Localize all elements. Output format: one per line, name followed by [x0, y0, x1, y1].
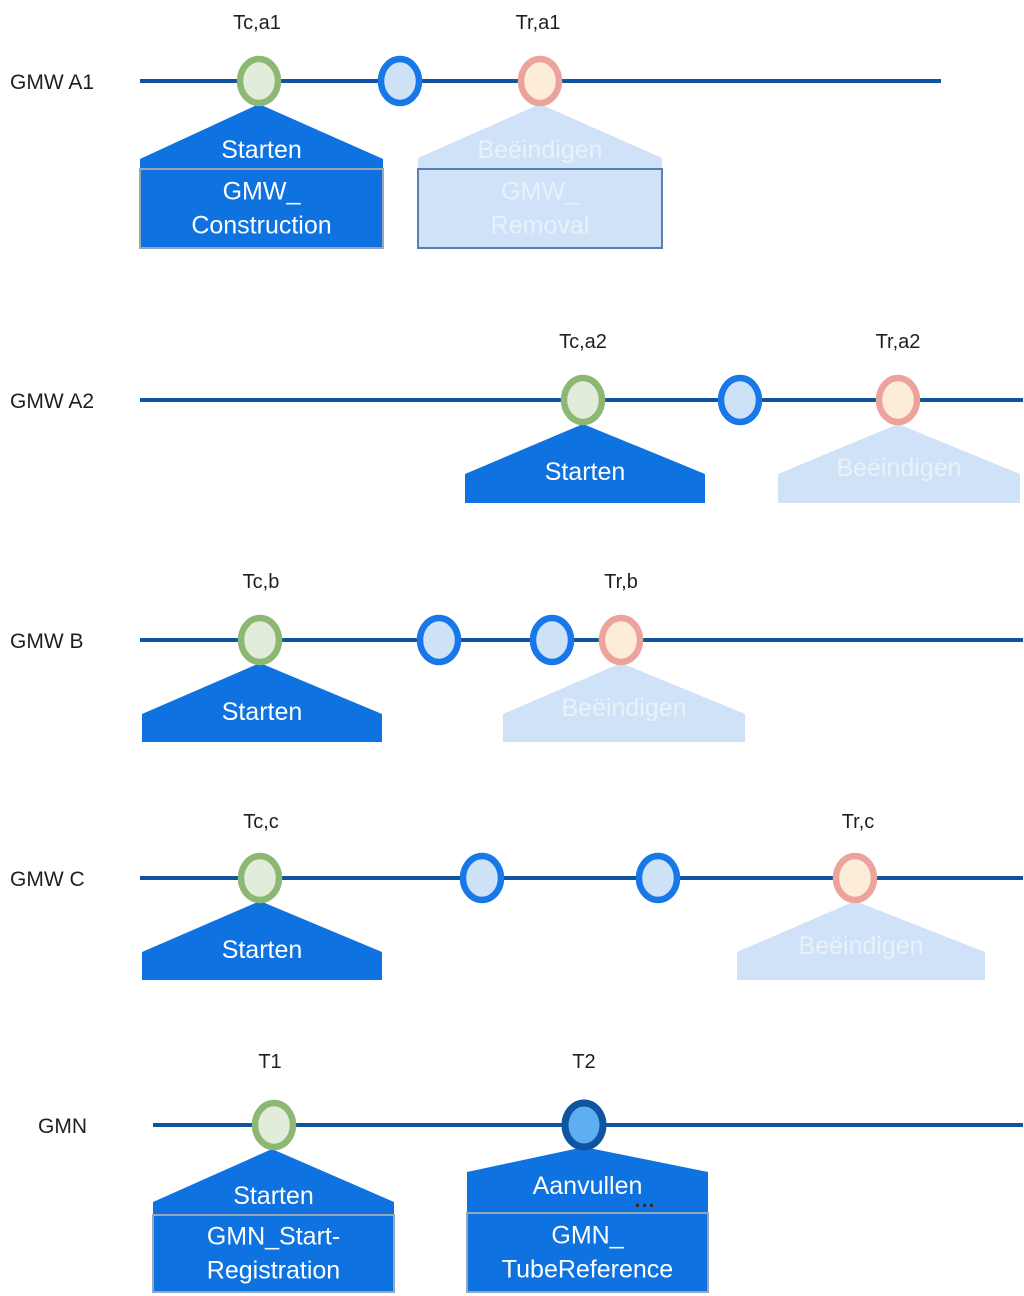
- document-label: GMW_: [223, 178, 302, 206]
- marker-intermediate: [635, 852, 681, 904]
- action-label: Aanvullen: [533, 1172, 643, 1200]
- document-label: TubeReference: [502, 1256, 673, 1284]
- action-label: Beëindigen: [561, 694, 686, 722]
- document-box: [139, 168, 384, 249]
- document-label: Removal: [491, 212, 590, 240]
- document-label: GMW_: [501, 178, 580, 206]
- action-label: Beëindigen: [477, 136, 602, 164]
- document-label: GMN_: [551, 1222, 624, 1250]
- row-label-gmw-b: GMW B: [10, 630, 84, 653]
- action-callout-beindigen: [418, 104, 662, 169]
- time-label: Tr,a2: [876, 331, 921, 353]
- action-label: Starten: [221, 136, 302, 164]
- marker-intermediate: [529, 614, 575, 666]
- time-label: Tr,a1: [516, 12, 561, 34]
- marker-end: [832, 852, 878, 904]
- marker-start: [237, 852, 283, 904]
- marker-intermediate: [416, 614, 462, 666]
- row-label-gmn: GMN: [38, 1115, 87, 1138]
- time-label: Tr,c: [842, 811, 875, 833]
- marker-end: [598, 614, 644, 666]
- action-callout-starten: [140, 104, 383, 169]
- action-callout-starten: [153, 1149, 394, 1215]
- marker-start: [251, 1099, 297, 1151]
- action-label: Starten: [233, 1182, 314, 1210]
- document-label: GMN_Start-: [207, 1223, 340, 1251]
- marker-intermediate: [377, 55, 423, 107]
- time-label: Tc,b: [243, 571, 280, 593]
- action-label: Beëindigen: [836, 454, 961, 482]
- action-label: Starten: [545, 458, 626, 486]
- document-box: [466, 1212, 709, 1293]
- document-box: [152, 1214, 395, 1293]
- action-callout-aanvullen: [467, 1147, 708, 1213]
- ellipsis-label: ...: [634, 1187, 655, 1212]
- action-callout-starten: [142, 663, 382, 742]
- time-label: Tc,c: [243, 811, 279, 833]
- time-label: T2: [572, 1051, 595, 1073]
- time-label: Tc,a2: [559, 331, 607, 353]
- document-box: [417, 168, 663, 249]
- action-callout-beindigen: [778, 424, 1020, 503]
- action-label: Beëindigen: [798, 932, 923, 960]
- action-callout-beindigen: [737, 901, 985, 980]
- marker-end: [875, 374, 921, 426]
- document-label: Registration: [207, 1257, 340, 1285]
- action-callout-starten: [142, 901, 382, 980]
- marker-intermediate: [459, 852, 505, 904]
- action-callout-starten: [465, 424, 705, 503]
- action-callout-beindigen: [503, 663, 745, 742]
- marker-reference: [561, 1099, 607, 1151]
- action-label: Starten: [222, 698, 303, 726]
- action-label: Starten: [222, 936, 303, 964]
- time-label: Tr,b: [604, 571, 638, 593]
- document-label: Construction: [191, 212, 331, 240]
- marker-start: [560, 374, 606, 426]
- marker-end: [517, 55, 563, 107]
- row-label-gmw-c: GMW C: [10, 868, 85, 891]
- marker-intermediate: [717, 374, 763, 426]
- marker-start: [236, 55, 282, 107]
- time-label: T1: [258, 1051, 281, 1073]
- marker-start: [237, 614, 283, 666]
- row-label-gmw-a1: GMW A1: [10, 71, 94, 94]
- time-label: Tc,a1: [233, 12, 281, 34]
- row-label-gmw-a2: GMW A2: [10, 390, 94, 413]
